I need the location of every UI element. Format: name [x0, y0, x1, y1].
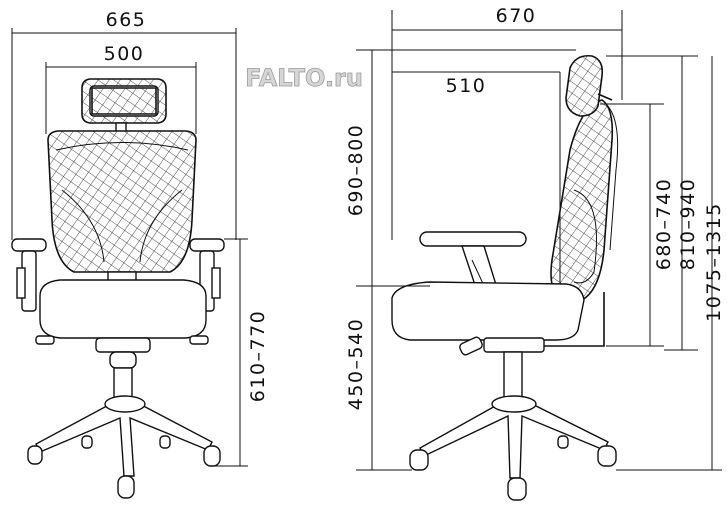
side-armrest [419, 231, 527, 247]
dim-top-of-back: 810–940 [677, 178, 699, 271]
dim-armrest-height: 610–770 [247, 310, 269, 403]
dim-total-height: 1075–1315 [703, 202, 725, 322]
dim-overall-depth: 670 [496, 5, 537, 27]
side-seat [391, 281, 585, 341]
dim-back-width: 500 [104, 43, 145, 65]
dim-headrest-range: 680–740 [653, 178, 675, 271]
side-view-chair [391, 54, 619, 501]
front-view-chair [11, 78, 225, 499]
dim-seat-depth: 510 [446, 75, 487, 97]
front-backrest [47, 130, 197, 273]
dim-seat-height: 450–540 [345, 318, 367, 411]
side-headrest [565, 54, 604, 117]
front-seat [39, 279, 207, 339]
dim-overall-width: 665 [106, 9, 147, 31]
watermark-text: FALTO.ru [245, 64, 363, 92]
dim-back-height: 690–800 [345, 124, 367, 217]
front-armrest-left [11, 238, 47, 252]
dimension-lines [11, 10, 722, 471]
front-armrest-right [189, 238, 225, 252]
